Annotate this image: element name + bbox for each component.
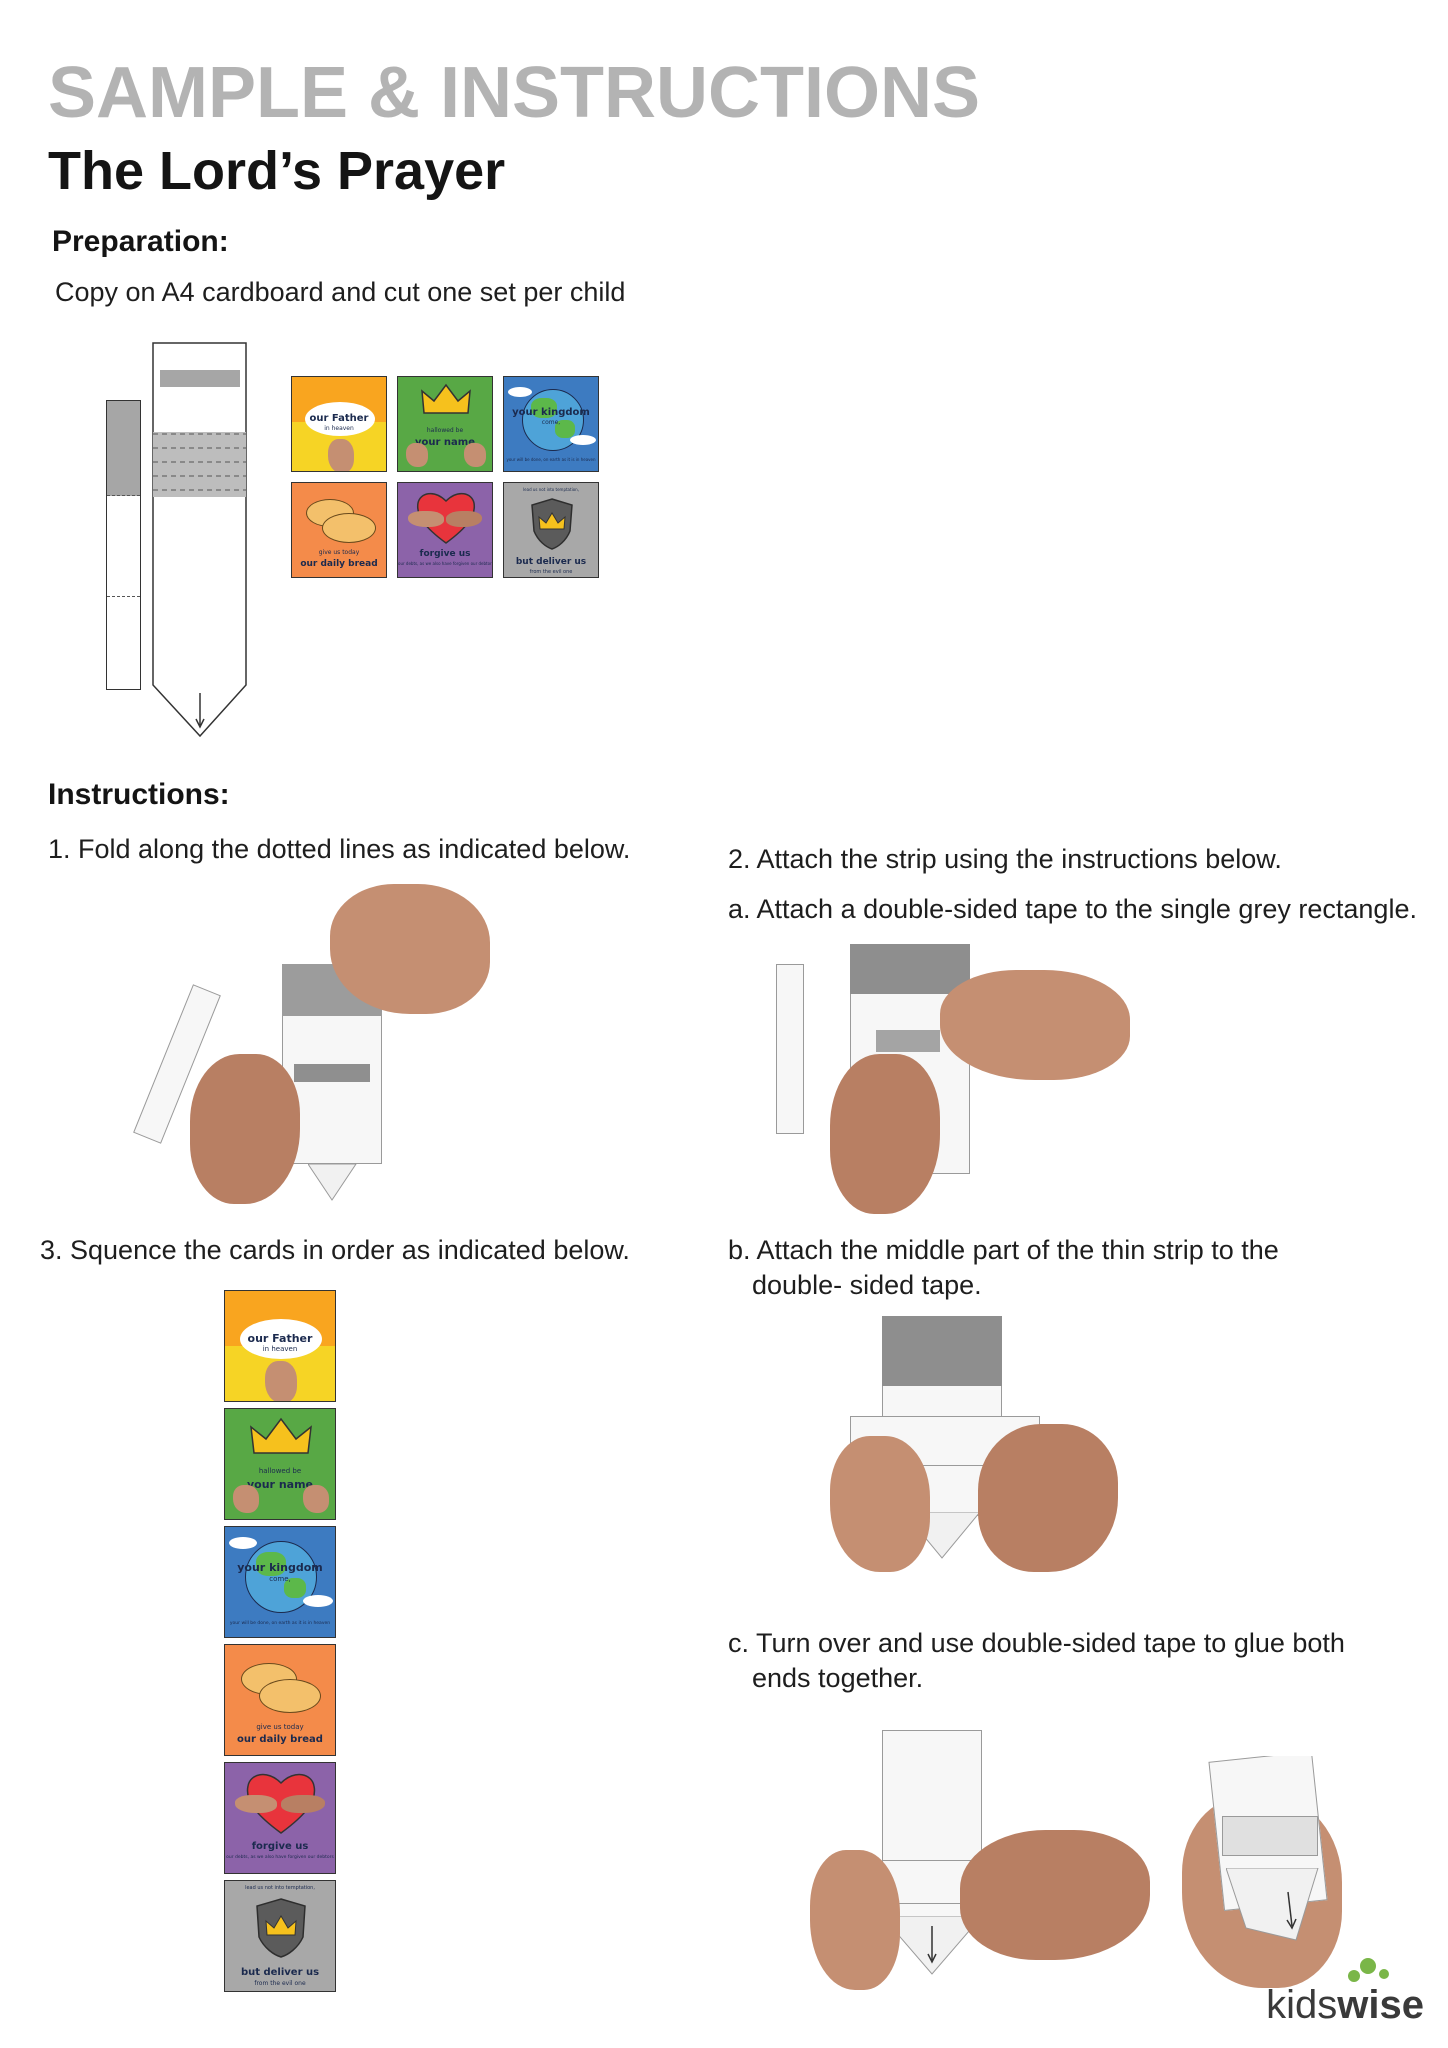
preparation-heading: Preparation: xyxy=(52,225,229,258)
photo-turn-over xyxy=(810,1720,1150,1990)
card-our-father: our Father in heaven xyxy=(291,376,387,472)
hand xyxy=(190,1054,300,1204)
photo-finished-bookmark xyxy=(1182,1756,1342,1988)
logo-wise-text: wise xyxy=(1337,1983,1424,2027)
step-2b-text-line1: b. Attach the middle part of the thin st… xyxy=(728,1235,1279,1265)
card-deliver-us: lead us not into temptation, but deliver… xyxy=(503,482,599,578)
thin-strip-template xyxy=(106,400,141,690)
hand xyxy=(940,970,1130,1080)
cloud-icon xyxy=(305,402,375,436)
card-daily-bread: give us today our daily bread xyxy=(291,482,387,578)
card-your-kingdom: your kingdom come, your will be done, on… xyxy=(503,376,599,472)
photo-attach-thin-strip xyxy=(830,1316,1120,1572)
hand-icon xyxy=(406,443,428,467)
step-1-text: 1. Fold along the dotted lines as indica… xyxy=(48,834,631,864)
cloud-icon xyxy=(570,435,596,445)
hand xyxy=(810,1850,900,1990)
hand-icon xyxy=(281,1795,325,1813)
card-forgive-us: forgive us our debts, as we also have fo… xyxy=(397,482,493,578)
hand xyxy=(330,884,490,1014)
step-2-text: 2. Attach the strip using the instructio… xyxy=(728,844,1282,874)
seq-card-1: our Father in heaven xyxy=(224,1290,336,1402)
bread-icon xyxy=(259,1679,321,1713)
kidswise-logo: kidswise xyxy=(1266,1983,1424,2028)
praying-hands-icon xyxy=(265,1361,297,1401)
hand xyxy=(978,1424,1118,1572)
step-2b-text-line2: double- sided tape. xyxy=(752,1270,982,1300)
cloud-icon xyxy=(303,1595,333,1607)
page-title: The Lord’s Prayer xyxy=(48,141,506,201)
hand xyxy=(830,1436,930,1572)
shield-icon xyxy=(256,1898,306,1958)
crown-icon xyxy=(250,1417,312,1454)
step-2c-text-line1: c. Turn over and use double-sided tape t… xyxy=(728,1628,1345,1658)
preparation-text: Copy on A4 cardboard and cut one set per… xyxy=(55,277,626,307)
hand-icon xyxy=(464,443,486,467)
praying-hands-icon xyxy=(328,439,354,471)
header-sample-instructions: SAMPLE & INSTRUCTIONS xyxy=(48,53,981,133)
hand xyxy=(830,1054,940,1214)
step-2c-text-line2: ends together. xyxy=(752,1663,924,1693)
cloud-icon xyxy=(508,387,532,397)
cloud-icon xyxy=(240,1319,322,1359)
seq-card-3: your kingdom come, your will be done, on… xyxy=(224,1526,336,1638)
shield-icon xyxy=(531,498,573,550)
hand-icon xyxy=(235,1795,277,1813)
seq-card-4: give us today our daily bread xyxy=(224,1644,336,1756)
card-hallowed-be: hallowed be your name xyxy=(397,376,493,472)
hand xyxy=(960,1830,1150,1960)
step-3-text: 3. Squence the cards in order as indicat… xyxy=(40,1235,630,1265)
bookmark-strip-template xyxy=(152,342,247,738)
hand-icon xyxy=(233,1485,259,1513)
hand-icon xyxy=(408,511,444,527)
crown-icon xyxy=(421,383,471,414)
seq-card-6: lead us not into temptation, but deliver… xyxy=(224,1880,336,1992)
instructions-heading: Instructions: xyxy=(48,778,230,811)
hand-icon xyxy=(303,1485,329,1513)
logo-kids-text: kids xyxy=(1266,1983,1338,2027)
glued-band xyxy=(1222,1816,1318,1856)
hand-icon xyxy=(446,511,482,527)
photo-fold-strip xyxy=(130,884,490,1204)
fold-line xyxy=(107,495,140,496)
thin-strip xyxy=(776,964,804,1134)
seq-card-2: hallowed be your name xyxy=(224,1408,336,1520)
bread-icon xyxy=(322,513,376,543)
step-2a-text: a. Attach a double-sided tape to the sin… xyxy=(728,894,1417,924)
fold-line xyxy=(107,596,140,597)
cloud-icon xyxy=(229,1537,257,1549)
seq-card-5: forgive us our debts, as we also have fo… xyxy=(224,1762,336,1874)
photo-attach-tape xyxy=(770,944,1130,1214)
logo-dots-icon xyxy=(1348,1958,1389,1982)
thin-strip-grey-area xyxy=(107,401,140,496)
